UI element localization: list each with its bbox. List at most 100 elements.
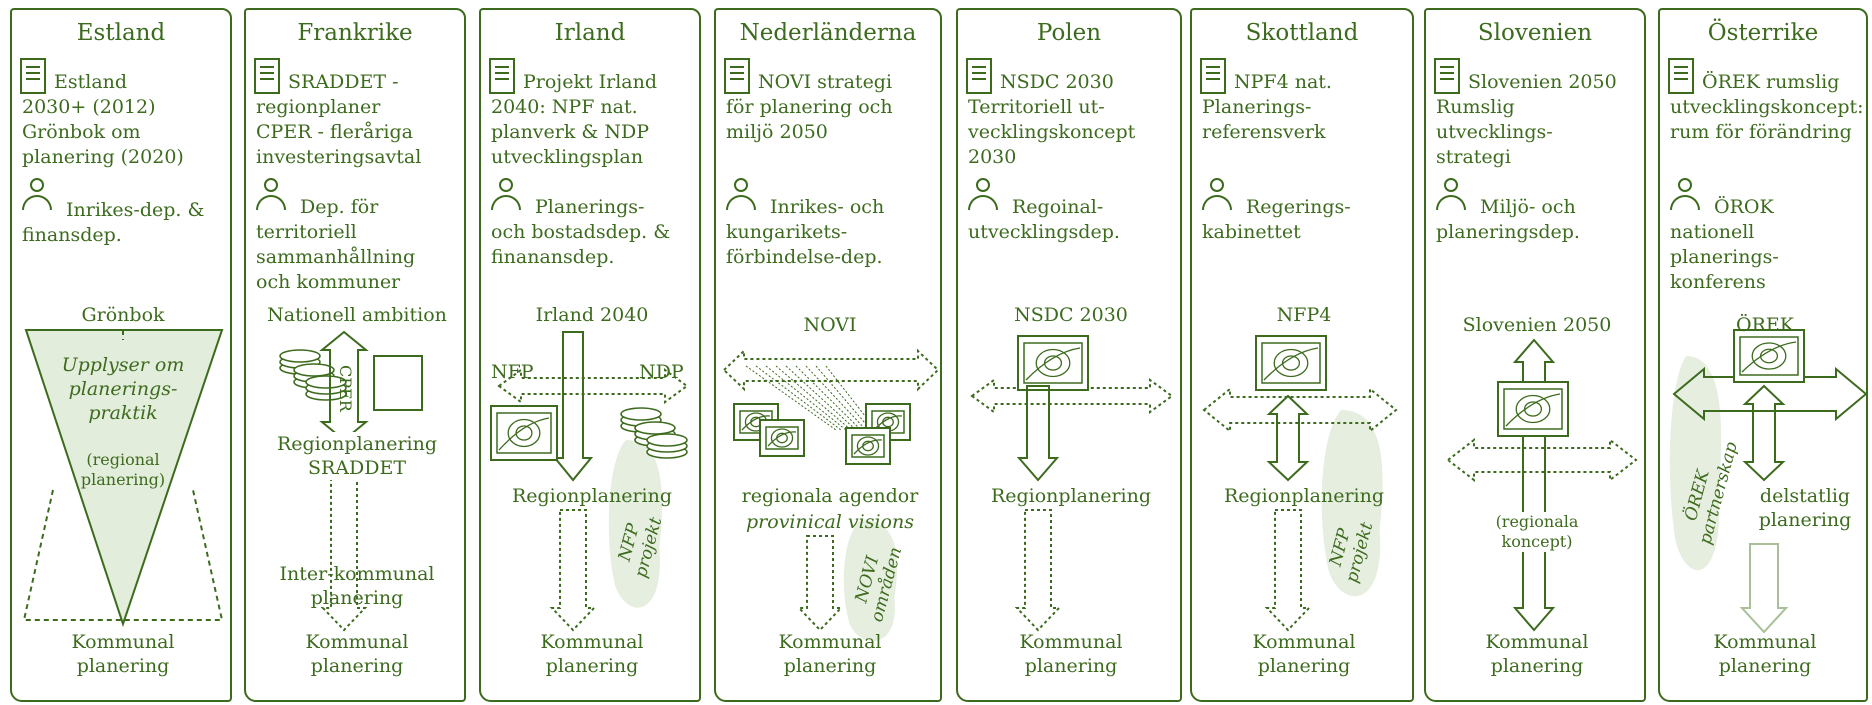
dashed-down-arrow: [549, 509, 597, 632]
dashed-ray: [775, 365, 852, 431]
double-arrow-vertical: [1512, 338, 1556, 632]
responsible-ministry-text: Planerings- och bostadsdep. & finanansde…: [491, 196, 671, 268]
nfp-label: NFP: [491, 361, 534, 383]
regional-agendas-label: regionala agendor: [741, 485, 919, 507]
person-icon: [22, 178, 52, 212]
subnational-planning-label: delstatlig planering: [1758, 485, 1852, 531]
dashed-ray: [765, 365, 847, 431]
dashed-double-arrow: [497, 368, 689, 404]
person-icon: [1670, 178, 1700, 212]
map-icon: [759, 419, 805, 457]
dashed-ray: [815, 365, 872, 431]
person-icon: [1436, 178, 1466, 212]
column-graphics: [22, 329, 224, 628]
diagram-heading: Nationell ambition: [267, 304, 447, 326]
diagram-heading: Slovenien 2050: [1462, 314, 1612, 336]
country-title: Polen: [1036, 20, 1102, 46]
dashed-double-arrow: [722, 348, 940, 392]
regional-planning-label: Regionplanering SRADDET: [246, 432, 464, 480]
map-icon: [490, 405, 558, 461]
dashed-outline: [22, 330, 224, 621]
document-icon: [489, 58, 515, 94]
map-icon: [845, 427, 891, 465]
responsible-ministry-text: Inrikes- och kungarikets- förbindelse-de…: [726, 196, 885, 268]
dashed-down-arrow: [1014, 509, 1062, 632]
provincial-visions-label: provinical visions: [746, 511, 914, 533]
column-graphics: [490, 331, 689, 632]
regional-planning-label: Regionplanering: [990, 485, 1152, 507]
document-icon: [1434, 58, 1460, 94]
map-icon: [1733, 329, 1805, 383]
dashed-double-arrow: [1446, 437, 1638, 483]
dashed-ray: [805, 365, 867, 431]
country-title: Estland: [76, 20, 166, 46]
dashed-down-arrow: [796, 535, 844, 632]
double-arrow: [1672, 366, 1866, 422]
background-blob: [1321, 410, 1383, 597]
contract-icon: [373, 355, 423, 411]
document-icon: [20, 58, 46, 94]
responsible-ministry-text: Regerings- kabinettet: [1202, 196, 1351, 243]
column-graphics: [279, 330, 423, 632]
down-arrow: [552, 331, 594, 482]
regional-planning-label: Regionplanering: [511, 485, 673, 507]
column-graphics: [1202, 335, 1398, 632]
column-graphics: [722, 348, 940, 642]
document-icon: [724, 58, 750, 94]
kommunal-planering-label: Kommunal planering: [778, 631, 882, 677]
person-icon: [968, 178, 998, 212]
dashed-double-arrow: [970, 378, 1174, 414]
strategy-document-text: Projekt Irland 2040: NPF nat. planverk &…: [491, 71, 658, 168]
country-title: Frankrike: [297, 20, 413, 46]
country-title: Österrike: [1707, 20, 1819, 46]
kommunal-planering-label: Kommunal planering: [1485, 631, 1589, 677]
diagram-heading: Grönbok: [81, 304, 165, 326]
document-icon: [1200, 58, 1226, 94]
responsible-ministry-text: Regoinal- utvecklingsdep.: [968, 196, 1120, 243]
strategy-document-text: NOVI strategi för planering och miljö 20…: [726, 71, 893, 143]
regional-planning-note: (regional planering): [80, 450, 166, 489]
person-icon: [256, 178, 286, 212]
ndp-label: NDP: [639, 361, 684, 383]
country-title: Irland: [554, 20, 626, 46]
map-icon: [1017, 335, 1089, 391]
column-graphics: [1446, 338, 1638, 632]
background-blob: [608, 440, 663, 608]
kommunal-planering-label: Kommunal planering: [1252, 631, 1356, 677]
strategy-document-text: NSDC 2030 Territoriell ut- vecklingskonc…: [968, 71, 1136, 168]
kommunal-planering-label: Kommunal planering: [305, 631, 409, 677]
strategy-document-text: NPF4 nat. Planerings- referensverk: [1202, 71, 1332, 143]
double-arrow-vertical: [1266, 394, 1310, 482]
kommunal-planering-label: Kommunal planering: [71, 631, 175, 677]
dashed-ray: [825, 365, 877, 431]
column-graphics: [1669, 329, 1866, 634]
responsible-ministry-text: Miljö- och planeringsdep.: [1436, 196, 1580, 243]
funnel-caption: Upplyser om planerings- praktik: [61, 354, 185, 424]
strategy-document-text: SRADDET - regionplaner CPER - fleråriga …: [256, 71, 422, 168]
responsible-ministry-text: Dep. för territoriell sammanhållning och…: [256, 196, 416, 293]
coins-icon: [620, 407, 688, 459]
responsible-ministry-text: Inrikes-dep. & finansdep.: [22, 199, 205, 246]
dashed-ray: [795, 365, 862, 431]
column-graphics: [970, 335, 1174, 632]
strategy-document-text: Estland 2030+ (2012) Grönbok om planerin…: [22, 71, 184, 168]
map-icon: [1255, 335, 1327, 391]
background-blob: [843, 520, 898, 642]
document-icon: [966, 58, 992, 94]
country-title: Slovenien: [1477, 20, 1593, 46]
diagram-heading: NFP4: [1276, 304, 1332, 326]
faded-down-arrow: [1739, 543, 1789, 634]
person-icon: [491, 178, 521, 212]
country-title: Nederländerna: [739, 20, 917, 46]
person-icon: [1202, 178, 1232, 212]
map-icon: [1497, 381, 1569, 437]
responsible-ministry-text: ÖROK nationell planerings- konferens: [1670, 196, 1779, 293]
